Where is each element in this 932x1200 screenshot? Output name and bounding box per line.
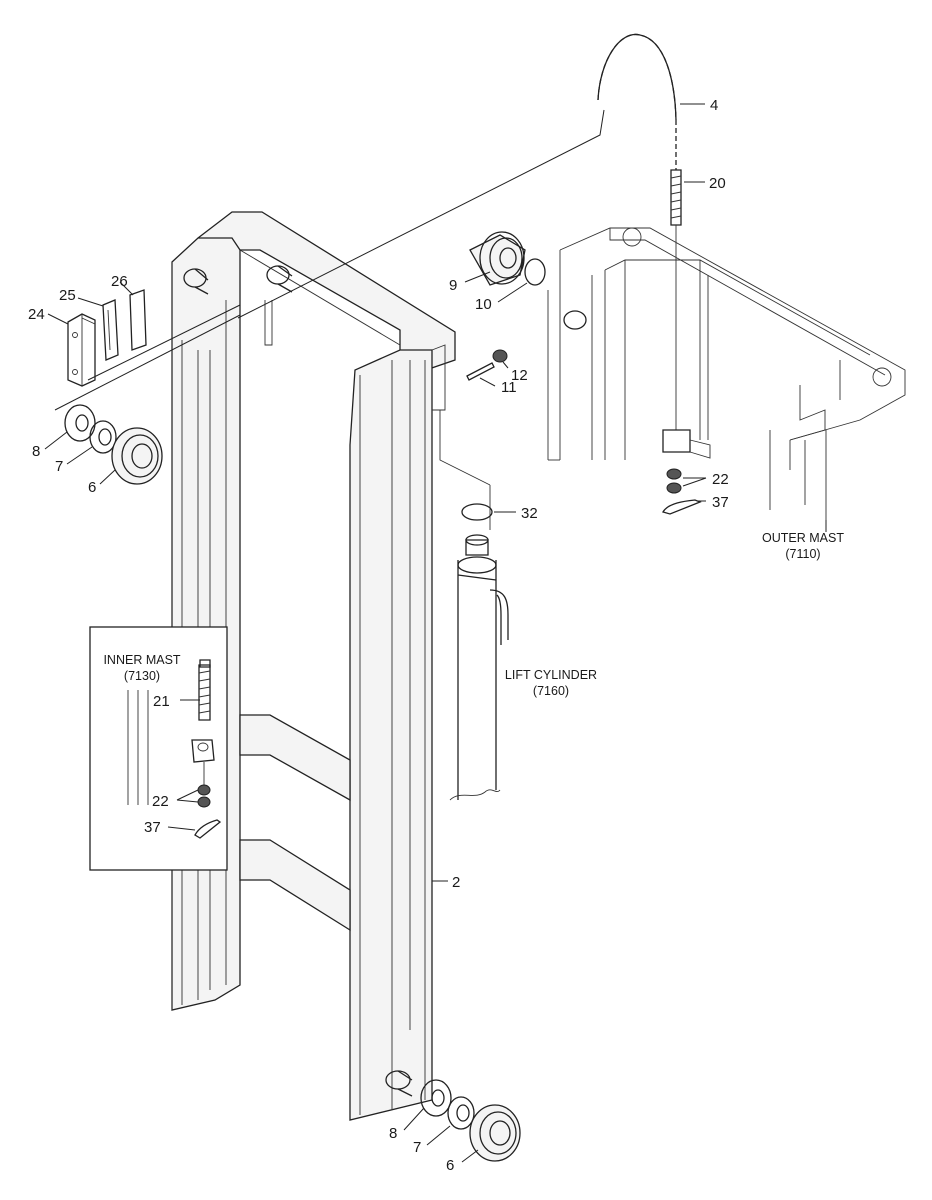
lift-chain — [597, 33, 677, 170]
callout-6-bottom: 6 — [446, 1157, 454, 1174]
callout-32: 32 — [521, 505, 538, 522]
callout-7-bottom: 7 — [413, 1139, 421, 1156]
callout-6-top: 6 — [88, 479, 96, 496]
washer-7-bottom — [447, 1096, 475, 1130]
nuts-22-right — [666, 468, 682, 494]
callout-12: 12 — [511, 367, 528, 384]
callout-10: 10 — [475, 296, 492, 313]
callout-22-inset: 22 — [152, 793, 169, 810]
callout-9: 9 — [449, 277, 457, 294]
plate-24 — [67, 313, 96, 387]
lift-cylinder — [439, 410, 509, 801]
inner-mast — [171, 211, 456, 1121]
inner-mast-inset — [89, 626, 228, 871]
callout-21: 21 — [153, 693, 170, 710]
anchor-bolt-21 — [198, 659, 211, 721]
chain-anchor-bolt — [662, 169, 711, 459]
cotter-pin-37-right — [662, 499, 702, 515]
chain-sheave — [469, 231, 526, 286]
nut-12 — [492, 349, 508, 363]
callout-11: 11 — [501, 379, 517, 396]
washer-8-top — [64, 404, 96, 442]
lift-cylinder-code: (7160) — [533, 684, 569, 698]
callout-24: 24 — [28, 306, 45, 323]
outer-mast-label: OUTER MAST — [762, 531, 844, 545]
callout-37-right: 37 — [712, 494, 729, 511]
shim-25 — [102, 299, 119, 361]
o-ring-32 — [461, 503, 493, 521]
callout-22-right: 22 — [712, 471, 729, 488]
callout-20: 20 — [709, 175, 726, 192]
callout-4: 4 — [710, 97, 718, 114]
callout-2: 2 — [452, 874, 460, 891]
bearing-6-top — [111, 427, 163, 485]
bolt-11 — [466, 362, 495, 381]
inner-mast-label: INNER MAST — [103, 653, 180, 667]
bearing-6-bottom — [469, 1104, 521, 1162]
outer-mast-code: (7110) — [785, 547, 820, 561]
washer-7-top — [89, 420, 117, 454]
callout-26: 26 — [111, 273, 128, 290]
outer-mast — [547, 227, 906, 520]
callout-8-bottom: 8 — [389, 1125, 397, 1142]
callout-7-top: 7 — [55, 458, 63, 475]
lift-cylinder-label: LIFT CYLINDER — [505, 668, 597, 682]
callout-25: 25 — [59, 287, 76, 304]
washer-8-bottom — [420, 1079, 452, 1117]
inner-mast-code: (7130) — [124, 669, 160, 683]
callout-37-inset: 37 — [144, 819, 161, 836]
plate-26 — [129, 289, 147, 351]
snap-ring — [524, 258, 546, 286]
callout-8-top: 8 — [32, 443, 40, 460]
